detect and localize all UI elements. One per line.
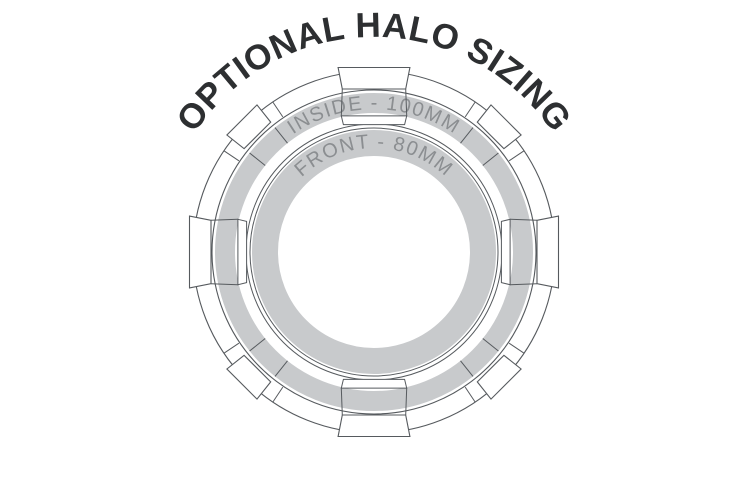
mounting-tab-left xyxy=(188,215,212,289)
inner-clip-bottom xyxy=(340,378,408,389)
inner-trim-circle xyxy=(249,127,499,377)
mounting-tab-top xyxy=(337,66,411,90)
mounting-tab-top-left xyxy=(226,104,272,150)
inner-clips xyxy=(237,115,511,389)
bracket-side-lines xyxy=(210,88,538,416)
inner-clip-top xyxy=(340,115,408,126)
mounting-tab-bottom-left xyxy=(226,354,272,400)
band-divider-ticks xyxy=(249,127,499,377)
mounting-tab-bottom xyxy=(337,414,411,438)
bezel-inner-circle xyxy=(211,89,537,415)
inner-clip-right xyxy=(500,218,511,286)
inner-clip-left xyxy=(237,218,248,286)
front-halo-band xyxy=(252,130,496,374)
bezel-joint-seams xyxy=(223,101,525,403)
mounting-tab-right xyxy=(536,215,560,289)
mounting-tab-bottom-right xyxy=(476,354,522,400)
mounting-tab-top-right xyxy=(476,104,522,150)
inner-trim-circle xyxy=(245,123,503,381)
mounting-tabs xyxy=(188,66,560,438)
inside-halo-band xyxy=(215,93,533,411)
